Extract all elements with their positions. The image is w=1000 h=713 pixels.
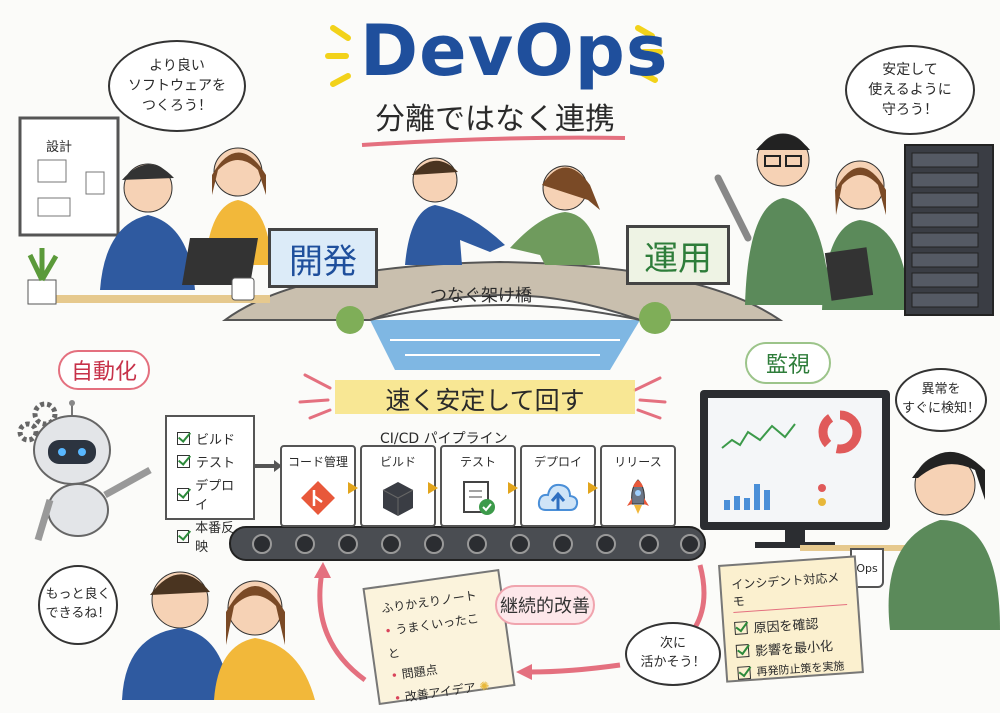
rocket-icon bbox=[627, 479, 649, 514]
river bbox=[370, 320, 640, 370]
monitoring-label: 監視 bbox=[745, 342, 831, 384]
operator-handshake bbox=[510, 212, 600, 265]
dev-sign: 開発 bbox=[268, 228, 378, 288]
sparkle-left-icon bbox=[325, 25, 351, 87]
speech-bubble-monitoring: 異常をすぐに検知！ bbox=[895, 368, 987, 432]
checklist-item: ビルド bbox=[177, 429, 243, 448]
incident-item: 影響を最小化 bbox=[735, 634, 850, 661]
checkbox-checked-icon bbox=[735, 644, 750, 658]
desk bbox=[40, 295, 270, 303]
title-underline bbox=[361, 135, 626, 147]
arrow-right-icon bbox=[588, 482, 598, 494]
speech-bubble-ops: 安定して使えるように守ろう！ bbox=[845, 45, 975, 135]
checkbox-checked-icon bbox=[734, 621, 748, 635]
pipeline-stage: ビルド bbox=[360, 445, 436, 527]
speech-bubble-retro: もっと良くできるね！ bbox=[38, 565, 118, 645]
robot bbox=[33, 400, 152, 542]
automation-label: 自動化 bbox=[58, 350, 150, 390]
clipboard bbox=[824, 247, 874, 301]
donut-chart-widget bbox=[818, 410, 862, 454]
arrow-right-icon bbox=[348, 482, 358, 494]
cube-icon bbox=[382, 482, 414, 516]
whiteboard-label: 設計 bbox=[46, 140, 73, 155]
incident-item: 原因を確認 bbox=[734, 611, 849, 638]
developer-handshake bbox=[405, 205, 505, 265]
coffee-cup bbox=[231, 277, 255, 301]
bar-chart-widget bbox=[724, 484, 770, 510]
checklist-item: 本番反映 bbox=[177, 517, 243, 555]
arrow-right-icon bbox=[428, 482, 438, 494]
checklist-item: デプロイ bbox=[177, 475, 243, 513]
slogan: 速く安定して回す bbox=[385, 386, 585, 415]
page-subtitle: 分離ではなく連携 bbox=[375, 102, 615, 137]
cycle-arrow-bottom bbox=[529, 662, 621, 675]
checkbox-checked-icon bbox=[177, 455, 190, 468]
automation-checklist: ビルド テスト デプロイ 本番反映 bbox=[165, 415, 255, 555]
incident-memo: インシデント対応メモ 原因を確認 影響を最小化 再発防止策を実施 bbox=[718, 555, 864, 683]
checkbox-checked-icon bbox=[177, 529, 190, 543]
bridge-label: つなぐ架け橋 bbox=[430, 286, 532, 306]
lightbulb-icon: ✺ bbox=[474, 678, 491, 695]
retrospective-note: ふりかえりノート • うまくいったこと • 問題点 • 改善アイデア ✺ bbox=[362, 568, 516, 706]
gear-icon bbox=[17, 421, 39, 443]
operator-monitoring bbox=[888, 520, 1000, 630]
operator-1 bbox=[745, 198, 830, 305]
developer-bottom-2 bbox=[214, 638, 315, 700]
arrow-right-icon bbox=[508, 482, 518, 494]
clipboard-check-icon bbox=[463, 481, 495, 515]
checkbox-checked-icon bbox=[737, 665, 752, 680]
gear-icon bbox=[32, 401, 58, 427]
pipeline-stage: リリース bbox=[600, 445, 676, 527]
incident-memo-title: インシデント対応メモ bbox=[730, 568, 848, 614]
line-chart-widget bbox=[721, 423, 796, 449]
checkbox-checked-icon bbox=[177, 432, 190, 445]
checklist-item: テスト bbox=[177, 452, 243, 471]
pipeline-stage: コード管理 bbox=[280, 445, 356, 527]
sparkle-right-icon bbox=[635, 25, 663, 83]
cloud-upload-icon bbox=[537, 483, 579, 511]
developer-bottom-1 bbox=[122, 628, 230, 700]
speech-bubble-improvement: 次に活かそう！ bbox=[625, 622, 721, 686]
pipeline-stage: テスト bbox=[440, 445, 516, 527]
pipeline-label: CI/CD パイプライン bbox=[380, 431, 508, 447]
developer-1 bbox=[100, 215, 195, 290]
wrench-icon bbox=[714, 174, 752, 242]
plant-icon bbox=[27, 248, 59, 282]
server-rack bbox=[904, 144, 994, 316]
git-icon bbox=[301, 481, 335, 515]
page-title: DevOps bbox=[360, 10, 669, 92]
continuous-improvement-label: 継続的改善 bbox=[495, 585, 595, 625]
laptop bbox=[182, 238, 258, 285]
ops-sign: 運用 bbox=[626, 225, 730, 285]
plant-pot bbox=[27, 279, 57, 305]
cycle-arrow-left bbox=[317, 571, 367, 683]
speech-bubble-dev: より良いソフトウェアをつくろう！ bbox=[108, 40, 246, 132]
pipeline-stage: デプロイ bbox=[520, 445, 596, 527]
slogan-highlight bbox=[335, 380, 635, 414]
checkbox-checked-icon bbox=[177, 487, 190, 501]
